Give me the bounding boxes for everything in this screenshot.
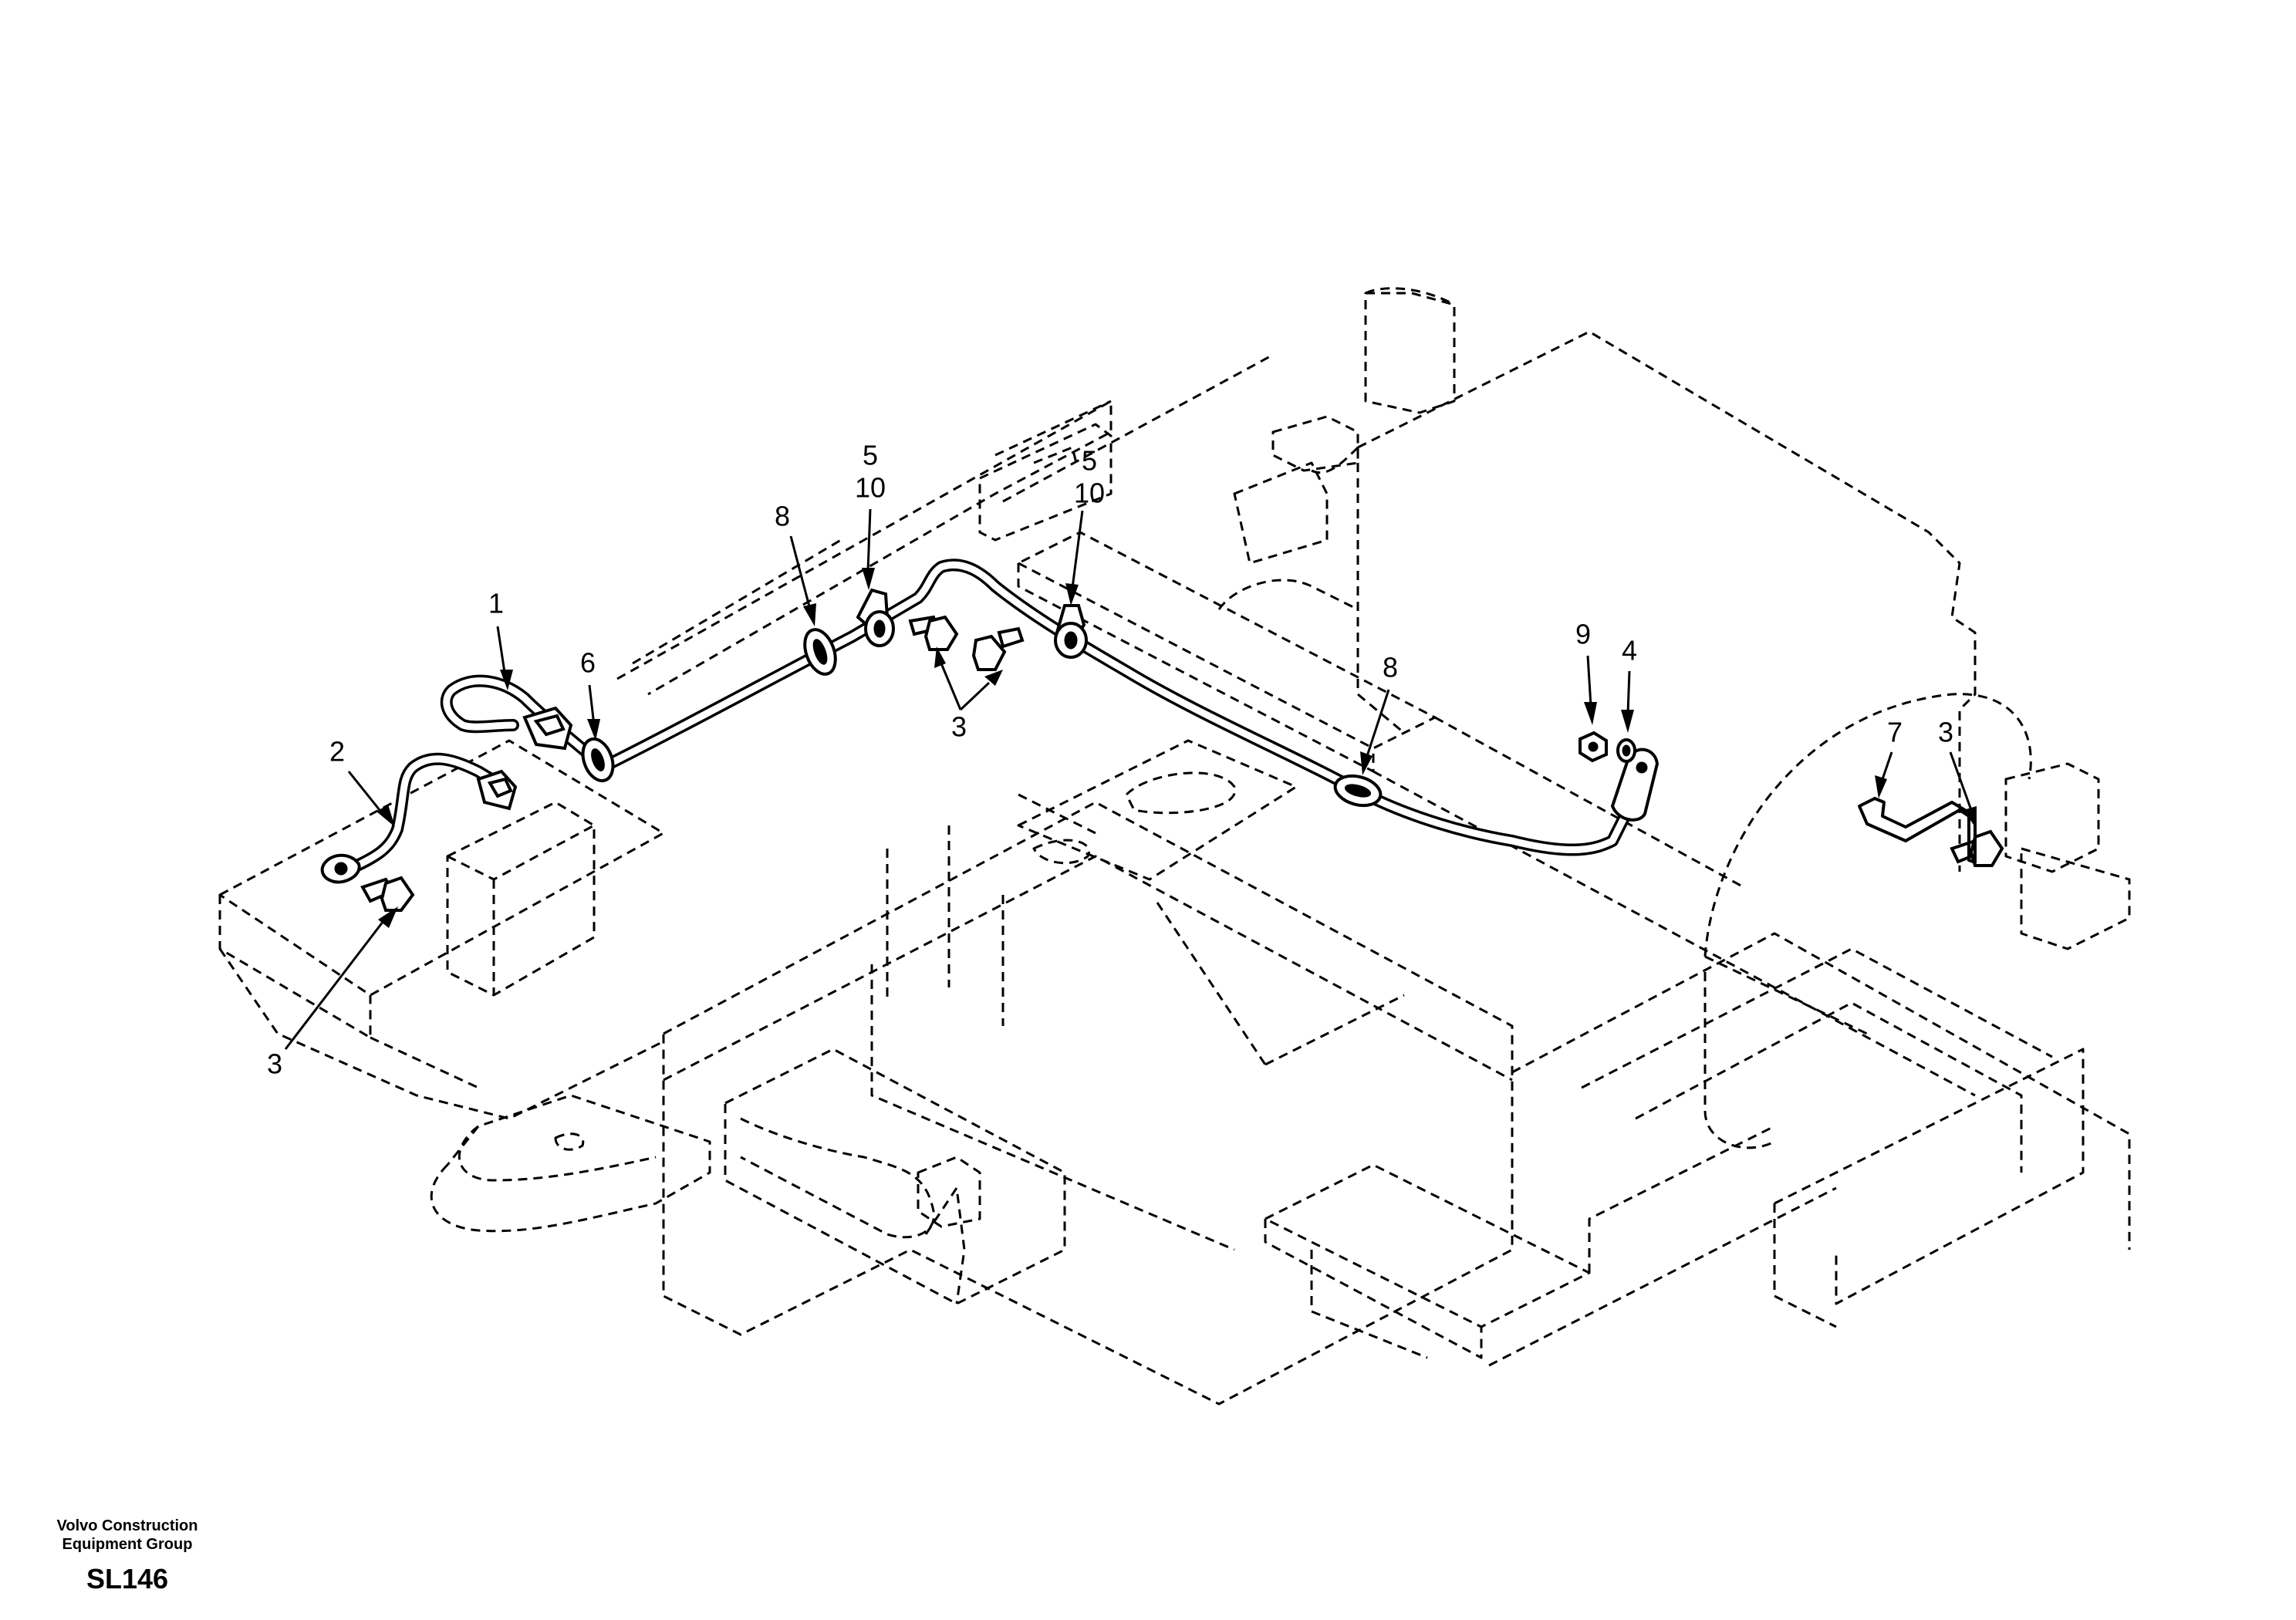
callout-1: 1 [488, 588, 504, 619]
callout-9: 9 [1575, 619, 1591, 650]
callout-10-left: 10 [855, 472, 886, 504]
publisher-block: Volvo Construction Equipment Group SL146 [31, 1517, 224, 1595]
grommet-6 [581, 737, 615, 783]
clip-5-right [1054, 604, 1088, 659]
callout-3-right: 3 [1938, 717, 1953, 748]
callout-5-left: 5 [863, 440, 878, 471]
leader-lines [284, 508, 1977, 1050]
grommet-8-right [1333, 774, 1383, 808]
callout-6: 6 [580, 647, 596, 679]
callout-3-center: 3 [951, 711, 967, 743]
grommet-8-left [803, 628, 837, 676]
bolt-3-center-b [971, 626, 1025, 671]
callout-labels: 1 6 2 3 8 5 10 3 5 10 8 9 4 7 3 [267, 440, 1953, 1080]
bolt-3-center-a [908, 615, 959, 651]
ground-cable-assembly [320, 559, 1660, 884]
washer-4 [1616, 738, 1636, 763]
callout-8-left: 8 [775, 501, 790, 532]
nut-9 [1578, 731, 1608, 763]
clip-5-left [856, 588, 895, 647]
publisher-name-line1: Volvo Construction [56, 1517, 198, 1534]
chassis-outline [218, 287, 2131, 1406]
callout-2: 2 [329, 736, 345, 768]
callout-3-left: 3 [267, 1048, 282, 1080]
callout-7: 7 [1887, 717, 1903, 748]
cable-1-ring-terminal [1610, 748, 1660, 822]
bolt-3-left [360, 876, 415, 912]
publisher-name-line2: Equipment Group [62, 1536, 193, 1553]
callout-8-right: 8 [1383, 652, 1398, 683]
callout-4: 4 [1622, 635, 1637, 667]
callout-5-right: 5 [1082, 445, 1097, 477]
drawing-code: SL146 [86, 1563, 169, 1595]
callout-10-right: 10 [1074, 478, 1105, 509]
